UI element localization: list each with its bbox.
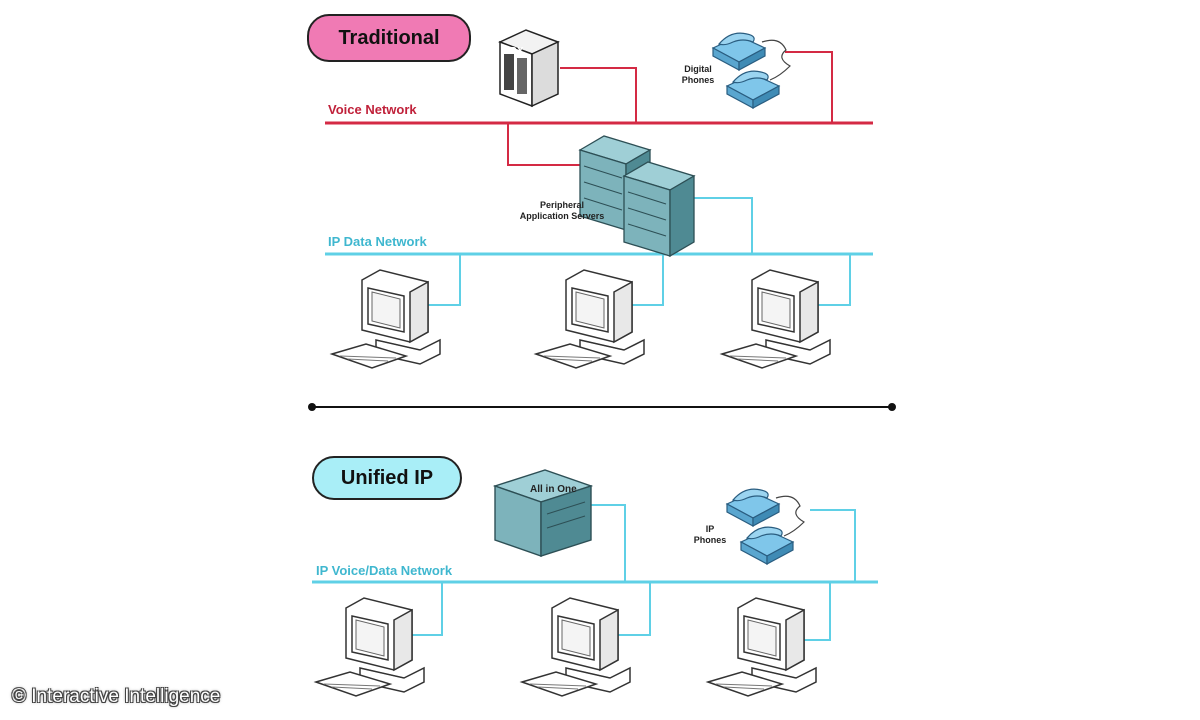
- ip-phones-label: IP Phones: [690, 524, 730, 546]
- ip-phones-label-line2: Phones: [693, 535, 727, 545]
- peripheral-servers-label-line2: Application Servers: [519, 211, 605, 221]
- workstation-icon: [521, 597, 631, 697]
- copyright-credit: © Interactive Intelligence: [12, 686, 221, 707]
- ip-phone-icon: [726, 488, 805, 565]
- workstation-icon: [721, 269, 831, 369]
- digital-phone-icon: [712, 32, 791, 109]
- voice-network-label: Voice Network: [328, 102, 417, 117]
- workstation-icon: [331, 269, 441, 369]
- peripheral-servers-label-line1: Peripheral: [539, 200, 585, 210]
- section-divider: [308, 403, 896, 411]
- unified-ip-badge: Unified IP: [312, 456, 462, 500]
- traditional-badge: Traditional: [307, 14, 471, 62]
- ip-phones-label-line1: IP: [705, 524, 715, 534]
- digital-phones-label: Digital Phones: [668, 64, 728, 86]
- all-in-one-label: All in One: [530, 484, 577, 495]
- ip-voice-data-network-wiring: [312, 504, 878, 641]
- ip-data-network-wiring: [325, 197, 873, 306]
- pbx-icon: [498, 29, 560, 108]
- pbx-label: PBX: [503, 46, 524, 57]
- application-server-icon: [579, 135, 695, 257]
- ip-data-network-label: IP Data Network: [328, 234, 427, 249]
- digital-phones-label-line1: Digital: [684, 64, 712, 74]
- ip-voice-data-network-label: IP Voice/Data Network: [316, 563, 453, 578]
- workstation-icon: [707, 597, 817, 697]
- digital-phones-label-line2: Phones: [681, 75, 715, 85]
- voice-network-wiring: [325, 51, 873, 166]
- all-in-one-server-icon: [492, 469, 594, 557]
- workstation-icon: [315, 597, 425, 697]
- workstation-icon: [535, 269, 645, 369]
- peripheral-servers-label: Peripheral Application Servers: [498, 200, 626, 222]
